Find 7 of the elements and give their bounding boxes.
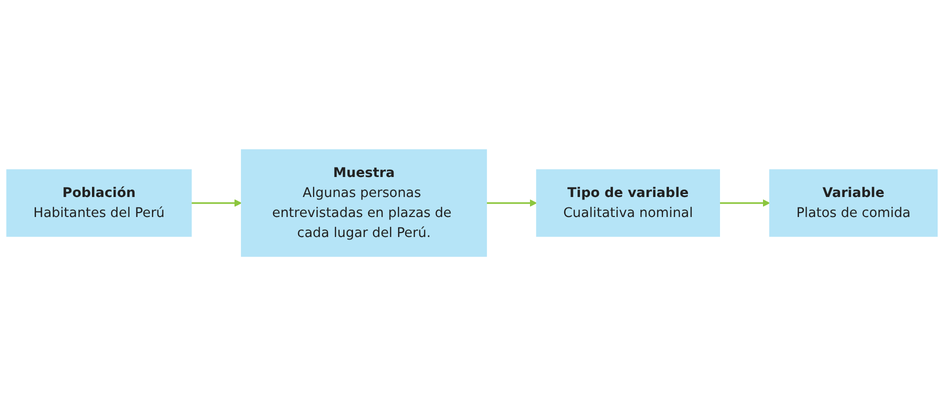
node-box: Población Habitantes del Perú [6,169,192,237]
arrow [720,199,770,207]
node-box: Variable Platos de comida [769,169,938,237]
node-box: Tipo de variable Cualitativa nominal [536,169,720,237]
arrow [191,199,242,207]
arrow [486,199,537,207]
node-box: Muestra Algunas personas entrevistadas en plazas de cada lugar del Perú. [240,149,487,257]
